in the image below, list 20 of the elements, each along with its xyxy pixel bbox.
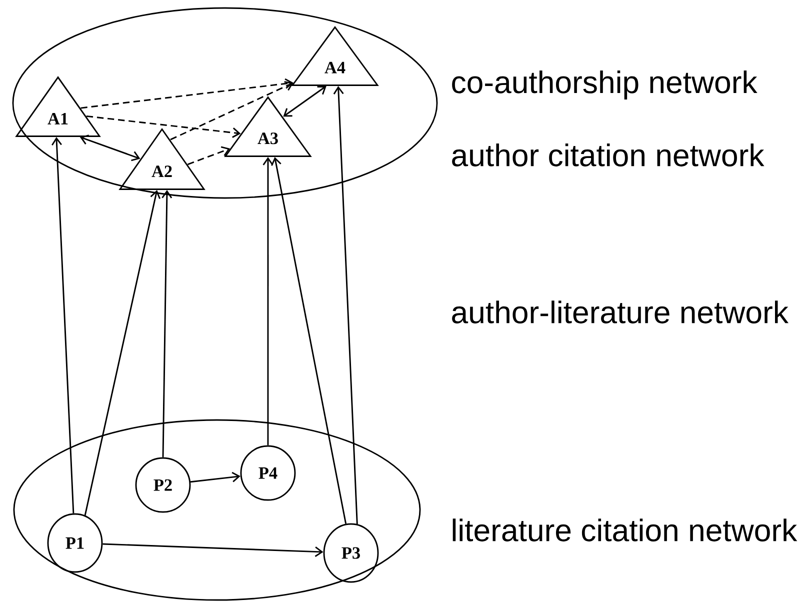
arrow (80, 134, 140, 162)
network-ellipse (12, 7, 438, 199)
layer-label: literature citation network (452, 518, 798, 542)
network-ellipse (13, 419, 421, 601)
dashed-arrow (187, 146, 230, 166)
arrow (333, 86, 358, 524)
arrow (102, 543, 324, 557)
arrow (283, 86, 326, 117)
arrow (271, 157, 347, 524)
arrow (84, 190, 160, 516)
layer-label: co-authorship network (452, 70, 758, 100)
dashed-arrow (80, 78, 294, 109)
layer-label: author citation network (452, 144, 764, 166)
arrow (162, 190, 172, 458)
arrow (262, 157, 274, 446)
arrow (190, 472, 240, 483)
dashed-arrow (86, 115, 241, 138)
layer-label: author-literature network (452, 300, 789, 324)
arrow (52, 137, 74, 514)
dashed-arrow (170, 81, 294, 140)
